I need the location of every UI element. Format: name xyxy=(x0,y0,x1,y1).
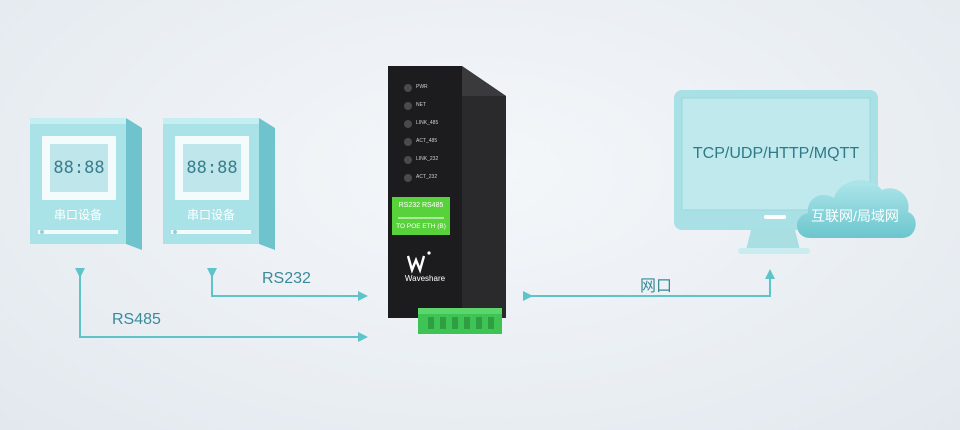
led-icon xyxy=(404,84,412,92)
device-display: 88:88 xyxy=(53,158,105,178)
led-panel: PWR NET LINK_485 ACT_485 LINK_232 ACT_23… xyxy=(402,80,462,188)
ethernet-label: 网口 xyxy=(640,278,673,295)
led-label: ACT_232 xyxy=(416,174,438,180)
serial-device-1: 88:88 串口设备 xyxy=(30,118,142,250)
rs485-label: RS485 xyxy=(112,311,161,328)
cloud-label: 互联网/局域网 xyxy=(811,208,899,224)
led-icon xyxy=(404,138,412,146)
panel-line-1: RS232 RS485 xyxy=(398,202,444,209)
ethernet-arrow xyxy=(523,269,775,301)
led-label: ACT_485 xyxy=(416,138,438,144)
led-icon xyxy=(404,120,412,128)
led-label: PWR xyxy=(416,84,428,90)
led-label: LINK_485 xyxy=(416,120,439,126)
rs232-arrow xyxy=(207,268,368,301)
panel-line-2: TO POE ETH (B) xyxy=(396,223,446,230)
gateway-device: PWR NET LINK_485 ACT_485 LINK_232 ACT_23… xyxy=(378,62,518,342)
brand-label: Waveshare xyxy=(404,274,446,283)
led-label: LINK_232 xyxy=(416,156,439,162)
monitor: TCP/UDP/HTTP/MQTT xyxy=(672,88,882,258)
rs485-arrow xyxy=(75,268,368,342)
device-display: 88:88 xyxy=(186,158,238,178)
device-label: 串口设备 xyxy=(53,208,102,222)
cloud-icon: 互联网/局域网 xyxy=(790,168,920,248)
device-label: 串口设备 xyxy=(186,208,235,222)
rs232-label: RS232 xyxy=(262,270,311,287)
protocols-label: TCP/UDP/HTTP/MQTT xyxy=(692,145,860,162)
led-icon xyxy=(404,174,412,182)
led-label: NET xyxy=(416,102,426,108)
serial-device-2: 88:88 串口设备 xyxy=(163,118,275,250)
led-icon xyxy=(404,156,412,164)
led-icon xyxy=(404,102,412,110)
